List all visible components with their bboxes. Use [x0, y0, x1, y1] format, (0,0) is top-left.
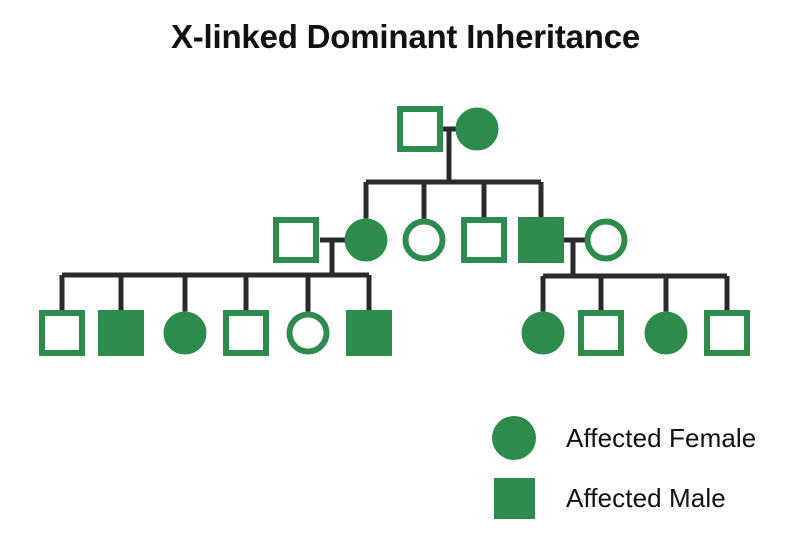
- individual-ii-6-unaffected-female[interactable]: [584, 218, 628, 262]
- individual-ii-1-unaffected-male[interactable]: [273, 217, 319, 263]
- individual-ii-5-affected-male[interactable]: [518, 217, 564, 263]
- individual-iii-4-unaffected-male[interactable]: [223, 310, 269, 356]
- individual-iii-2-affected-male[interactable]: [98, 310, 144, 356]
- page-title: X-linked Dominant Inheritance: [170, 18, 641, 55]
- individual-iii-6-affected-male[interactable]: [346, 310, 392, 356]
- legend-item-affected-female: Affected Female: [492, 408, 802, 468]
- individual-iii-8-unaffected-male[interactable]: [578, 310, 624, 356]
- individual-i-1-unaffected-male[interactable]: [397, 106, 443, 152]
- legend-swatch-female: [492, 416, 546, 460]
- filled-circle-icon: [492, 416, 536, 460]
- legend: Affected Female Affected Male: [492, 408, 802, 528]
- individual-iii-7-affected-female[interactable]: [521, 311, 565, 355]
- legend-item-affected-male: Affected Male: [492, 468, 802, 528]
- individual-ii-4-unaffected-male[interactable]: [461, 217, 507, 263]
- individual-ii-3-unaffected-female[interactable]: [402, 218, 446, 262]
- individual-iii-1-unaffected-male[interactable]: [39, 310, 85, 356]
- individual-iii-5-unaffected-female[interactable]: [286, 311, 330, 355]
- legend-label-affected-male: Affected Male: [566, 482, 726, 513]
- individual-iii-3-affected-female[interactable]: [163, 311, 207, 355]
- individual-ii-2-affected-female[interactable]: [344, 218, 388, 262]
- legend-swatch-male: [492, 477, 546, 519]
- connector-lines: [59, 126, 730, 312]
- individual-iii-10-unaffected-male[interactable]: [704, 310, 750, 356]
- individual-i-2-affected-female[interactable]: [455, 107, 499, 151]
- individual-symbols: [39, 106, 750, 356]
- filled-square-icon: [494, 477, 535, 519]
- legend-label-affected-female: Affected Female: [566, 422, 757, 453]
- individual-iii-9-affected-female[interactable]: [644, 311, 688, 355]
